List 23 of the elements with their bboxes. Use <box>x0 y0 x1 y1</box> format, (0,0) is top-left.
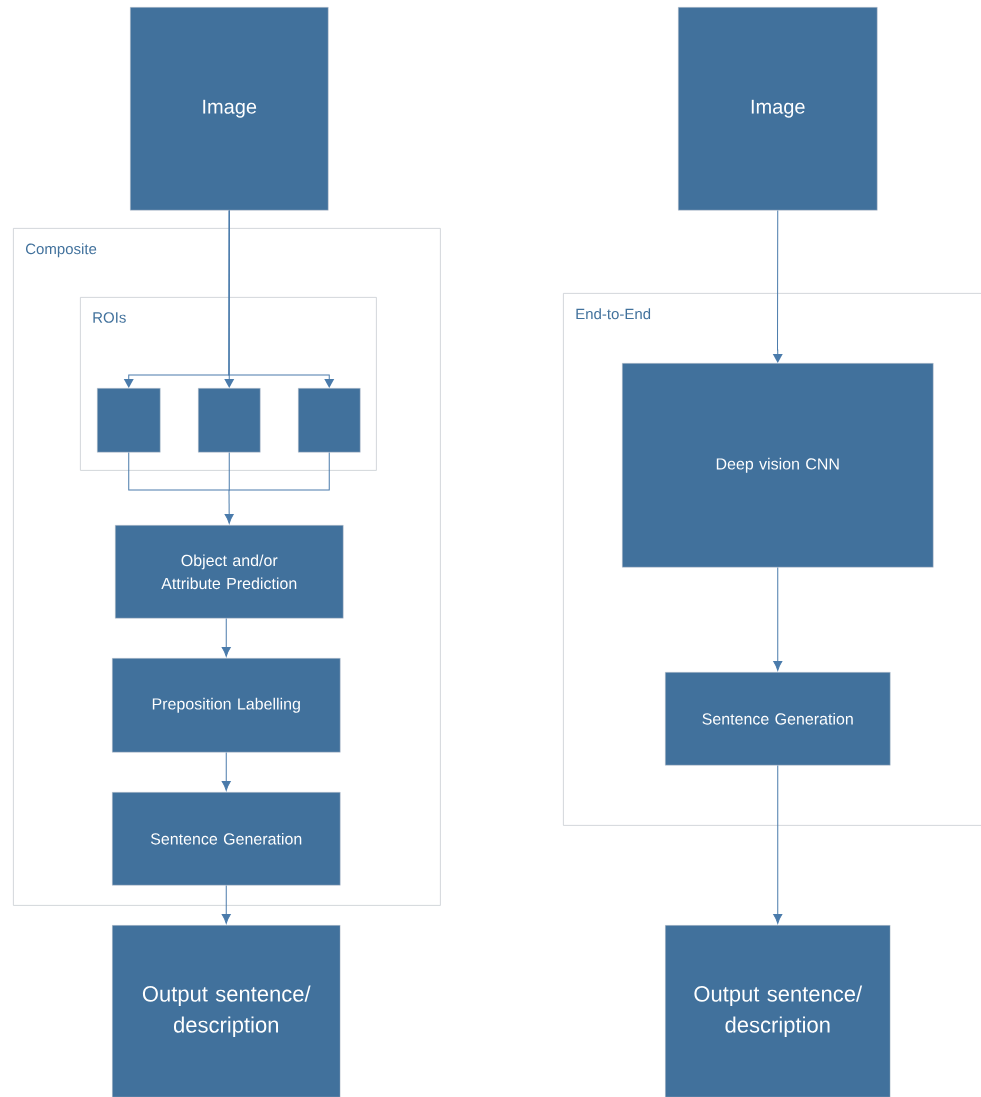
empty-box <box>298 388 361 453</box>
group-heading: ROIs <box>93 312 126 323</box>
group-heading: Composite <box>25 243 97 258</box>
arrow <box>221 885 231 924</box>
process-box: Image <box>678 7 878 211</box>
arrow <box>221 618 231 657</box>
empty-box <box>97 388 161 453</box>
arrow <box>221 752 231 791</box>
empty-box <box>198 388 261 453</box>
arrow <box>224 489 234 524</box>
arrow <box>773 765 783 924</box>
process-box: Sentence Generation <box>665 672 891 766</box>
process-box: Object and/or Attribute Prediction <box>115 525 344 619</box>
process-box: Preposition Labelling <box>112 658 341 753</box>
process-box: Output sentence/ description <box>665 925 891 1097</box>
process-box: Image <box>130 7 329 211</box>
arrow <box>773 567 783 671</box>
arrow <box>228 210 335 388</box>
arrow <box>772 210 783 363</box>
group-heading: End-to-End <box>576 308 651 320</box>
process-box: Output sentence/ description <box>112 925 341 1097</box>
process-box: Sentence Generation <box>112 792 341 886</box>
process-box: Deep vision CNN <box>622 363 934 568</box>
